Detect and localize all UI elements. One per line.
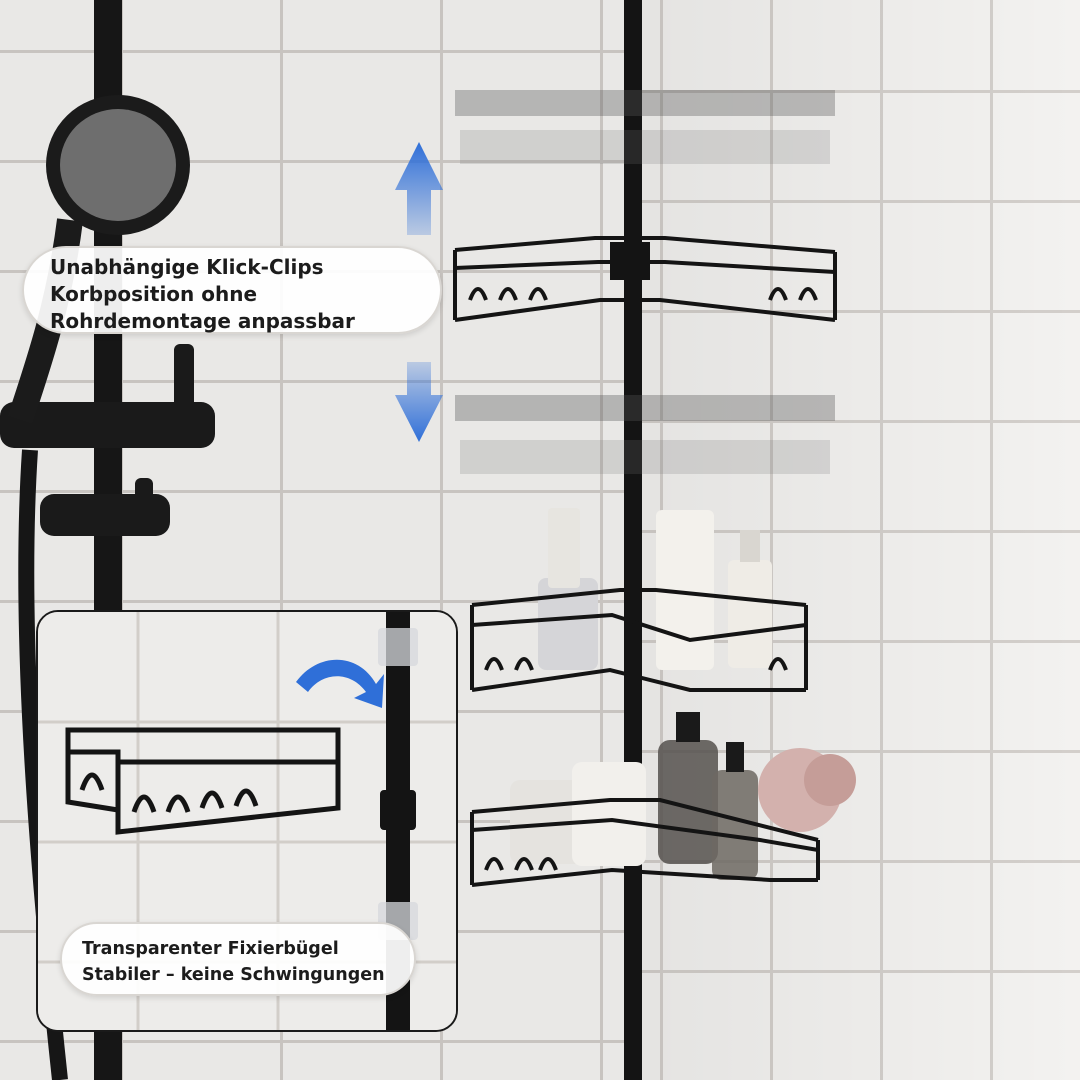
ghost-shelf-top bbox=[455, 90, 835, 164]
basket-bottom bbox=[470, 712, 856, 887]
rotate-arrow-icon bbox=[296, 659, 384, 708]
inset-basket bbox=[65, 727, 341, 835]
basket-middle bbox=[470, 508, 808, 692]
callout-line-2: Korbposition ohne bbox=[50, 282, 258, 306]
inset-callout-line-1: Transparenter Fixierbügel bbox=[82, 939, 339, 959]
inset-callout-line-2: Stabiler – keine Schwingungen bbox=[82, 965, 385, 985]
callout-line-1: Unabhängige Klick-Clips bbox=[50, 255, 324, 279]
arrow-down-icon bbox=[395, 362, 443, 442]
callout-line-3: Rohrdemontage anpassbar bbox=[50, 309, 355, 333]
feature-callout-bracket: Transparenter Fixierbügel Stabiler – kei… bbox=[60, 922, 416, 996]
arrow-up-icon bbox=[395, 142, 443, 235]
basket-top bbox=[453, 236, 837, 322]
ghost-shelf-bottom bbox=[455, 395, 835, 474]
detail-inset: Transparenter Fixierbügel Stabiler – kei… bbox=[36, 610, 458, 1032]
feature-callout-clips: Unabhängige Klick-Clips Korbposition ohn… bbox=[22, 246, 442, 334]
